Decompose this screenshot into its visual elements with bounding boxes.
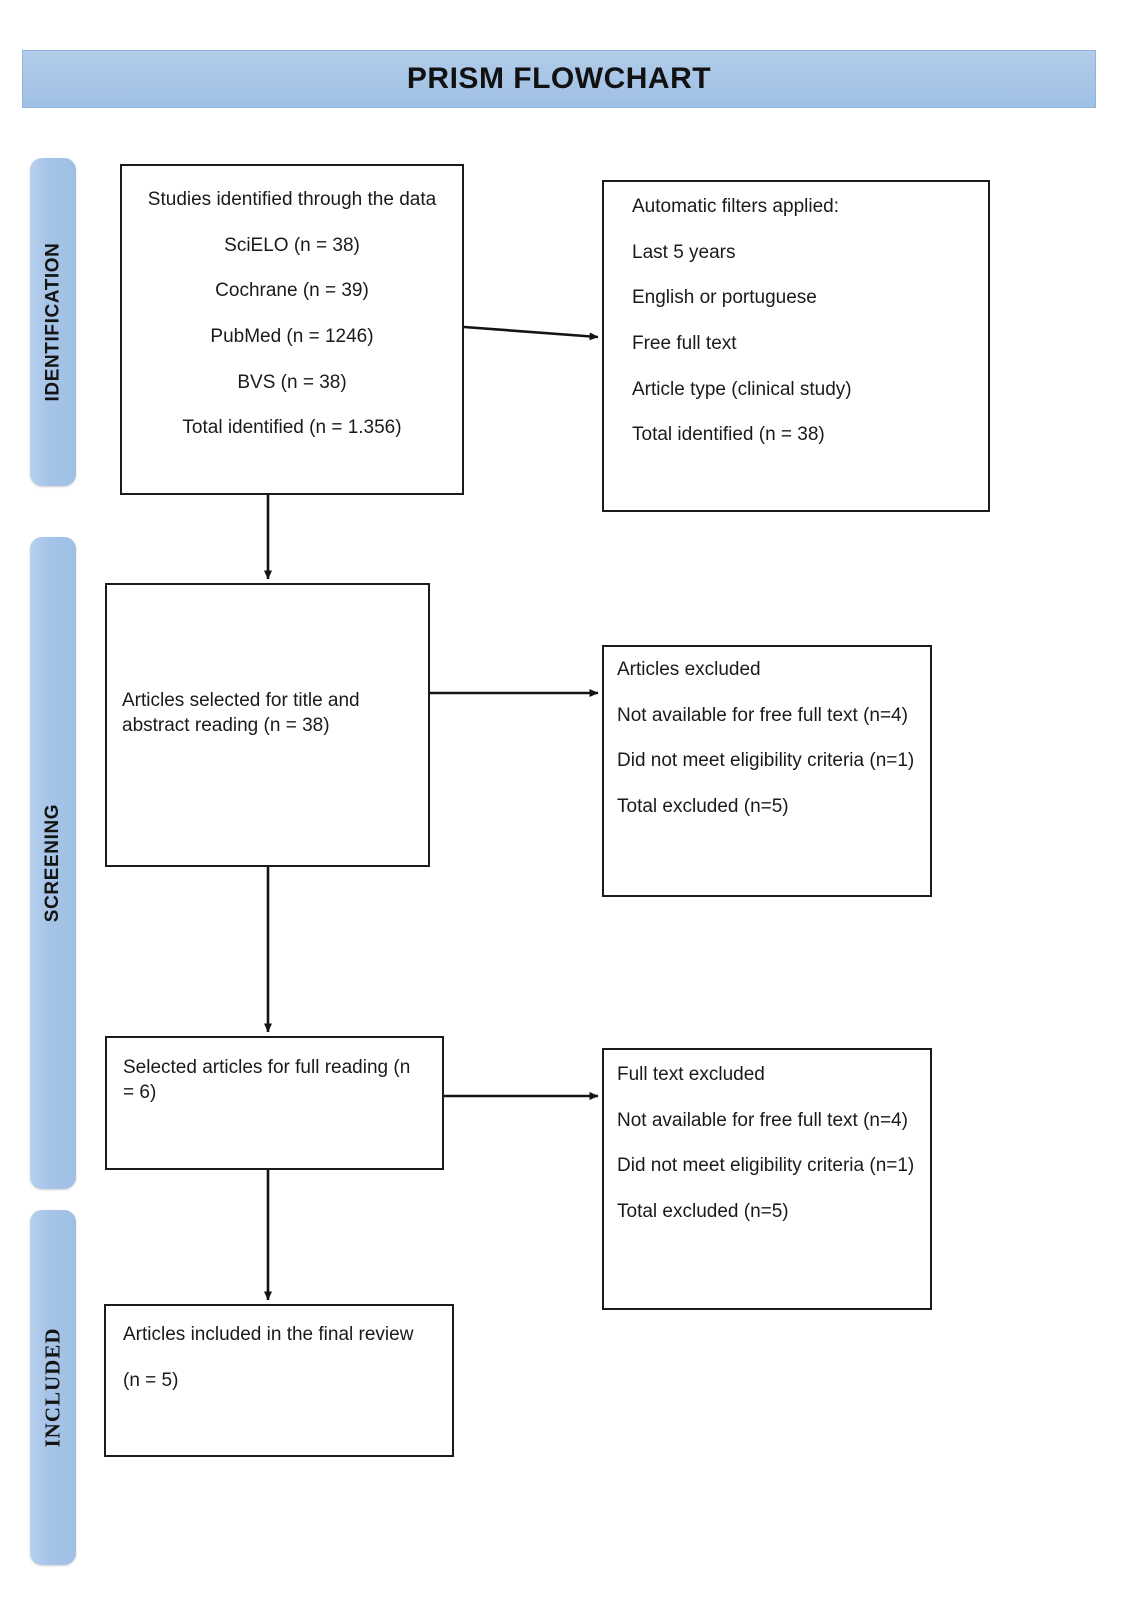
phase-tab-label-identification: IDENTIFICATION xyxy=(42,242,64,402)
text-line: Automatic filters applied: xyxy=(632,196,839,217)
box-automatic-filters-content: Automatic filters applied: Last 5 years … xyxy=(604,195,988,448)
text-line: Last 5 years xyxy=(632,241,736,263)
arrow-identified-to-filters xyxy=(463,325,599,341)
text-line: Selected articles for full reading (n = … xyxy=(123,1057,411,1103)
box-articles-included-content: Articles included in the final review (n… xyxy=(106,1323,452,1393)
text-line: Total identified (n = 38) xyxy=(632,424,825,446)
page-title: PRISM FLOWCHART xyxy=(406,62,712,95)
text-line: Articles included in the final review xyxy=(123,1324,414,1345)
box-articles-selected-content: Articles selected for title and abstract… xyxy=(107,689,428,738)
box-automatic-filters: Automatic filters applied: Last 5 years … xyxy=(602,180,990,512)
text-line: Articles selected for title and abstract… xyxy=(122,690,360,736)
text-line: Did not meet eligibility criteria (n=1) xyxy=(617,1155,915,1177)
box-full-text-excluded: Full text excluded Not available for fre… xyxy=(602,1048,932,1310)
box-selected-articles-full-reading: Selected articles for full reading (n = … xyxy=(105,1036,444,1170)
text-line: Free full text xyxy=(632,333,737,355)
box-studies-identified-content: Studies identified through the data SciE… xyxy=(122,188,462,441)
text-line: Full text excluded xyxy=(617,1064,765,1085)
text-line: SciELO (n = 38) xyxy=(224,234,360,256)
box-articles-excluded-screening: Articles excluded Not available for free… xyxy=(602,645,932,897)
box-articles-included-final-review: Articles included in the final review (n… xyxy=(104,1304,454,1457)
text-line: Articles excluded xyxy=(617,659,761,680)
box-full-text-excluded-content: Full text excluded Not available for fre… xyxy=(604,1063,930,1225)
text-line: Did not meet eligibility criteria (n=1) xyxy=(617,750,915,772)
text-line: (n = 5) xyxy=(123,1369,179,1391)
box-articles-selected-title-abstract: Articles selected for title and abstract… xyxy=(105,583,430,867)
text-line: Studies identified through the data xyxy=(147,189,437,210)
text-line: Not available for free full text (n=4) xyxy=(617,1109,908,1131)
text-line: Cochrane (n = 39) xyxy=(215,280,369,302)
text-line: Total excluded (n=5) xyxy=(617,1201,789,1223)
text-line: English or portuguese xyxy=(632,287,817,309)
text-line: BVS (n = 38) xyxy=(237,371,347,393)
phase-tab-screening: SCREENING xyxy=(30,537,76,1189)
text-line: Total excluded (n=5) xyxy=(617,796,789,818)
text-line: Not available for free full text (n=4) xyxy=(617,704,908,726)
phase-tab-included: INCLUDED xyxy=(30,1210,76,1565)
phase-tab-label-included: INCLUDED xyxy=(40,1327,65,1448)
box-studies-identified: Studies identified through the data SciE… xyxy=(120,164,464,495)
page-title-banner: PRISM FLOWCHART xyxy=(22,50,1096,108)
phase-tab-identification: IDENTIFICATION xyxy=(30,158,76,486)
phase-tab-label-screening: SCREENING xyxy=(42,803,63,923)
text-line: PubMed (n = 1246) xyxy=(210,326,374,348)
box-selected-articles-full-reading-content: Selected articles for full reading (n = … xyxy=(107,1056,442,1105)
text-line: Article type (clinical study) xyxy=(632,378,852,400)
text-line: Total identified (n = 1.356) xyxy=(182,417,402,439)
box-articles-excluded-screening-content: Articles excluded Not available for free… xyxy=(604,658,930,820)
